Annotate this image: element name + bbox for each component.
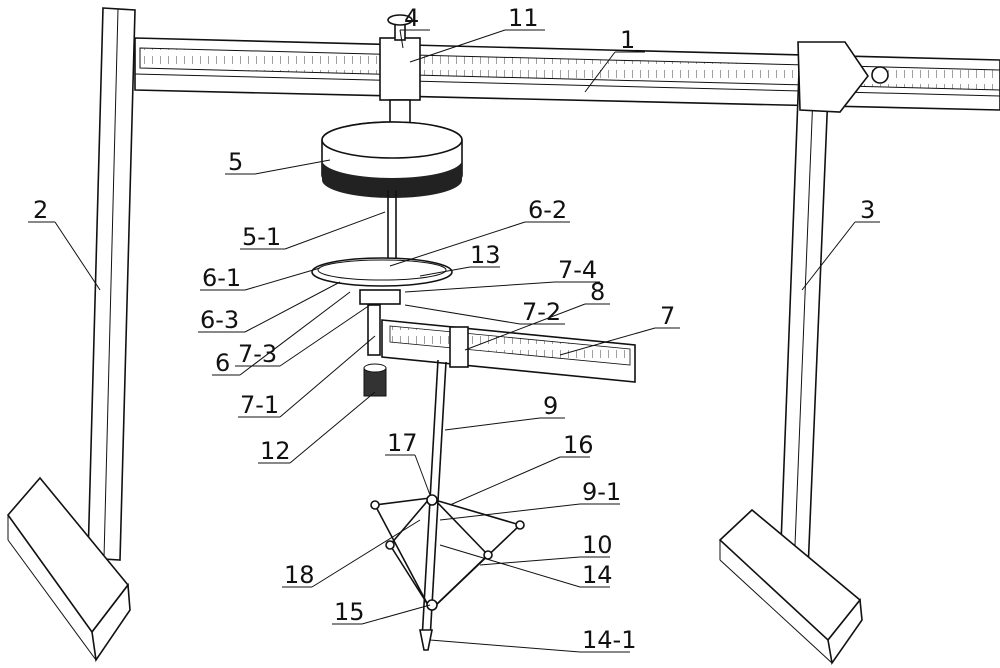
- label-6-1: 6-1: [202, 264, 241, 292]
- label-9: 9: [543, 392, 558, 420]
- left-leg: [8, 8, 135, 660]
- label-5-1: 5-1: [242, 223, 281, 251]
- top-slider: [380, 15, 420, 140]
- label-3: 3: [860, 196, 875, 224]
- label-9-1: 9-1: [582, 478, 621, 506]
- label-1: 1: [620, 26, 635, 54]
- label-2: 2: [33, 196, 48, 224]
- label-14: 14: [582, 561, 613, 589]
- label-4: 4: [404, 4, 419, 32]
- horizontal-ruler: [135, 38, 1000, 110]
- label-7-1: 7-1: [240, 391, 279, 419]
- label-15: 15: [334, 598, 365, 626]
- small-cylinder: [364, 364, 386, 396]
- label-14-1: 14-1: [582, 626, 636, 654]
- label-7: 7: [660, 302, 675, 330]
- label-7-3: 7-3: [238, 340, 277, 368]
- label-6-2: 6-2: [528, 196, 567, 224]
- label-10: 10: [582, 531, 613, 559]
- label-18: 18: [284, 561, 315, 589]
- label-7-2: 7-2: [522, 298, 561, 326]
- label-17: 17: [387, 429, 418, 457]
- right-leg: [720, 42, 888, 663]
- label-11: 11: [508, 4, 539, 32]
- label-12: 12: [260, 437, 291, 465]
- label-6-3: 6-3: [200, 306, 239, 334]
- label-8: 8: [590, 278, 605, 306]
- small-ruler: [382, 320, 635, 382]
- label-5: 5: [228, 148, 243, 176]
- label-16: 16: [563, 431, 594, 459]
- label-6: 6: [215, 349, 230, 377]
- label-13: 13: [470, 241, 501, 269]
- linkage-arms: [371, 495, 524, 610]
- dial-disk: [322, 122, 462, 198]
